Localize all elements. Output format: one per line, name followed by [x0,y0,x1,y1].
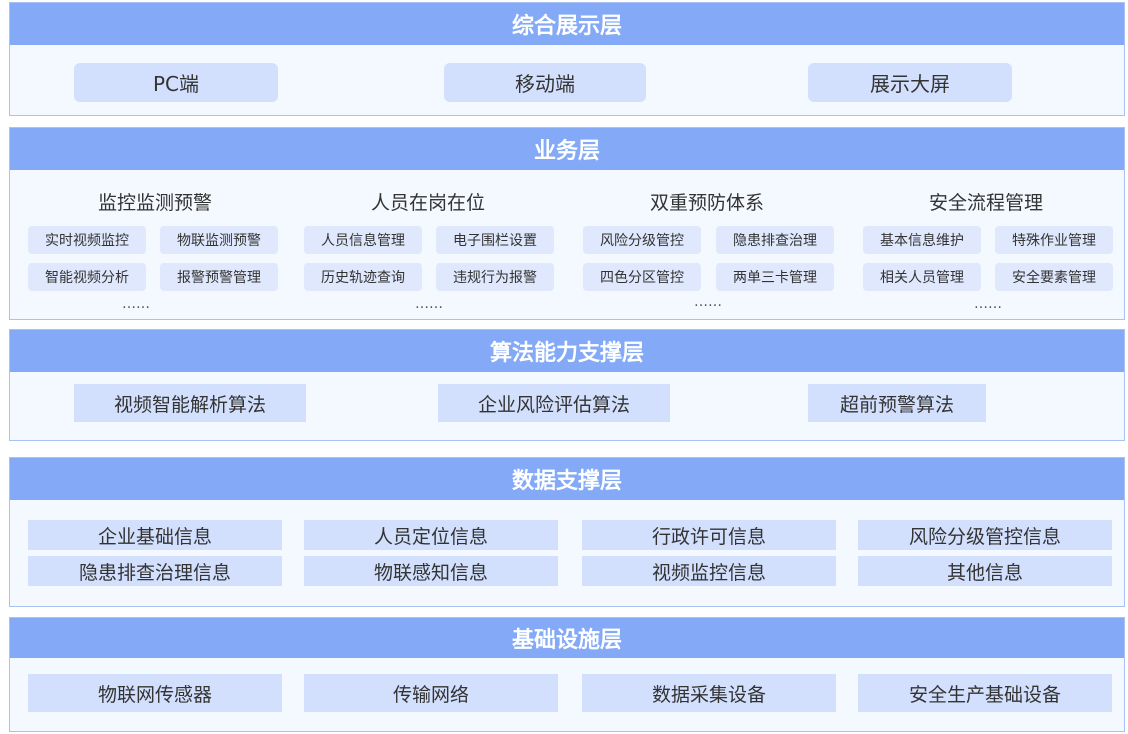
business-chip: 实时视频监控 [28,226,146,254]
business-chip: 四色分区管控 [583,263,701,291]
data-item: 其他信息 [858,556,1112,586]
infrastructure-layer-title: 基础设施层 [10,618,1124,658]
data-item: 风险分级管控信息 [858,520,1112,550]
data-item: 行政许可信息 [582,520,836,550]
data-item: 人员定位信息 [304,520,558,550]
business-chip: 相关人员管理 [863,263,981,291]
data-item: 视频监控信息 [582,556,836,586]
algorithm-layer-title: 算法能力支撑层 [10,330,1124,372]
algorithm-box: 企业风险评估算法 [438,384,670,422]
business-group-title: 双重预防体系 [649,192,764,214]
business-chip: 特殊作业管理 [995,226,1113,254]
business-chip: 物联监测预警 [160,226,278,254]
infrastructure-item: 安全生产基础设备 [858,674,1112,712]
business-chip: 人员信息管理 [304,226,422,254]
business-more: …… [122,296,150,312]
business-group-title: 安全流程管理 [928,192,1043,214]
business-more: …… [415,296,443,312]
business-chip: 两单三卡管理 [716,263,834,291]
business-group-title: 人员在岗在位 [370,192,485,214]
data-item: 企业基础信息 [28,520,282,550]
algorithm-layer: 算法能力支撑层 视频智能解析算法 企业风险评估算法 超前预警算法 [9,329,1125,441]
presentation-layer-title: 综合展示层 [10,3,1124,45]
business-layer: 业务层 监控监测预警 实时视频监控 物联监测预警 智能视频分析 报警预警管理 …… [9,127,1125,320]
business-chip: 电子围栏设置 [436,226,554,254]
infrastructure-item: 传输网络 [304,674,558,712]
business-chip: 智能视频分析 [28,263,146,291]
business-chip: 安全要素管理 [995,263,1113,291]
business-chip: 基本信息维护 [863,226,981,254]
algorithm-box: 超前预警算法 [808,384,986,422]
business-chip: 隐患排查治理 [716,226,834,254]
data-item: 隐患排查治理信息 [28,556,282,586]
presentation-layer: 综合展示层 PC端 移动端 展示大屏 [9,2,1125,116]
business-chip: 历史轨迹查询 [304,263,422,291]
pc-client-box: PC端 [74,63,278,102]
business-group-title: 监控监测预警 [97,192,212,214]
infrastructure-item: 数据采集设备 [582,674,836,712]
large-screen-box: 展示大屏 [808,63,1012,102]
mobile-client-box: 移动端 [444,63,646,102]
infrastructure-layer: 基础设施层 物联网传感器 传输网络 数据采集设备 安全生产基础设备 [9,617,1125,732]
business-chip: 报警预警管理 [160,263,278,291]
algorithm-box: 视频智能解析算法 [74,384,306,422]
data-layer-title: 数据支撑层 [10,458,1124,500]
infrastructure-item: 物联网传感器 [28,674,282,712]
data-item: 物联感知信息 [304,556,558,586]
business-more: …… [694,294,722,310]
data-layer: 数据支撑层 企业基础信息 人员定位信息 行政许可信息 风险分级管控信息 隐患排查… [9,457,1125,607]
business-layer-title: 业务层 [10,128,1124,170]
business-chip: 风险分级管控 [583,226,701,254]
business-chip: 违规行为报警 [436,263,554,291]
business-more: …… [974,296,1002,312]
